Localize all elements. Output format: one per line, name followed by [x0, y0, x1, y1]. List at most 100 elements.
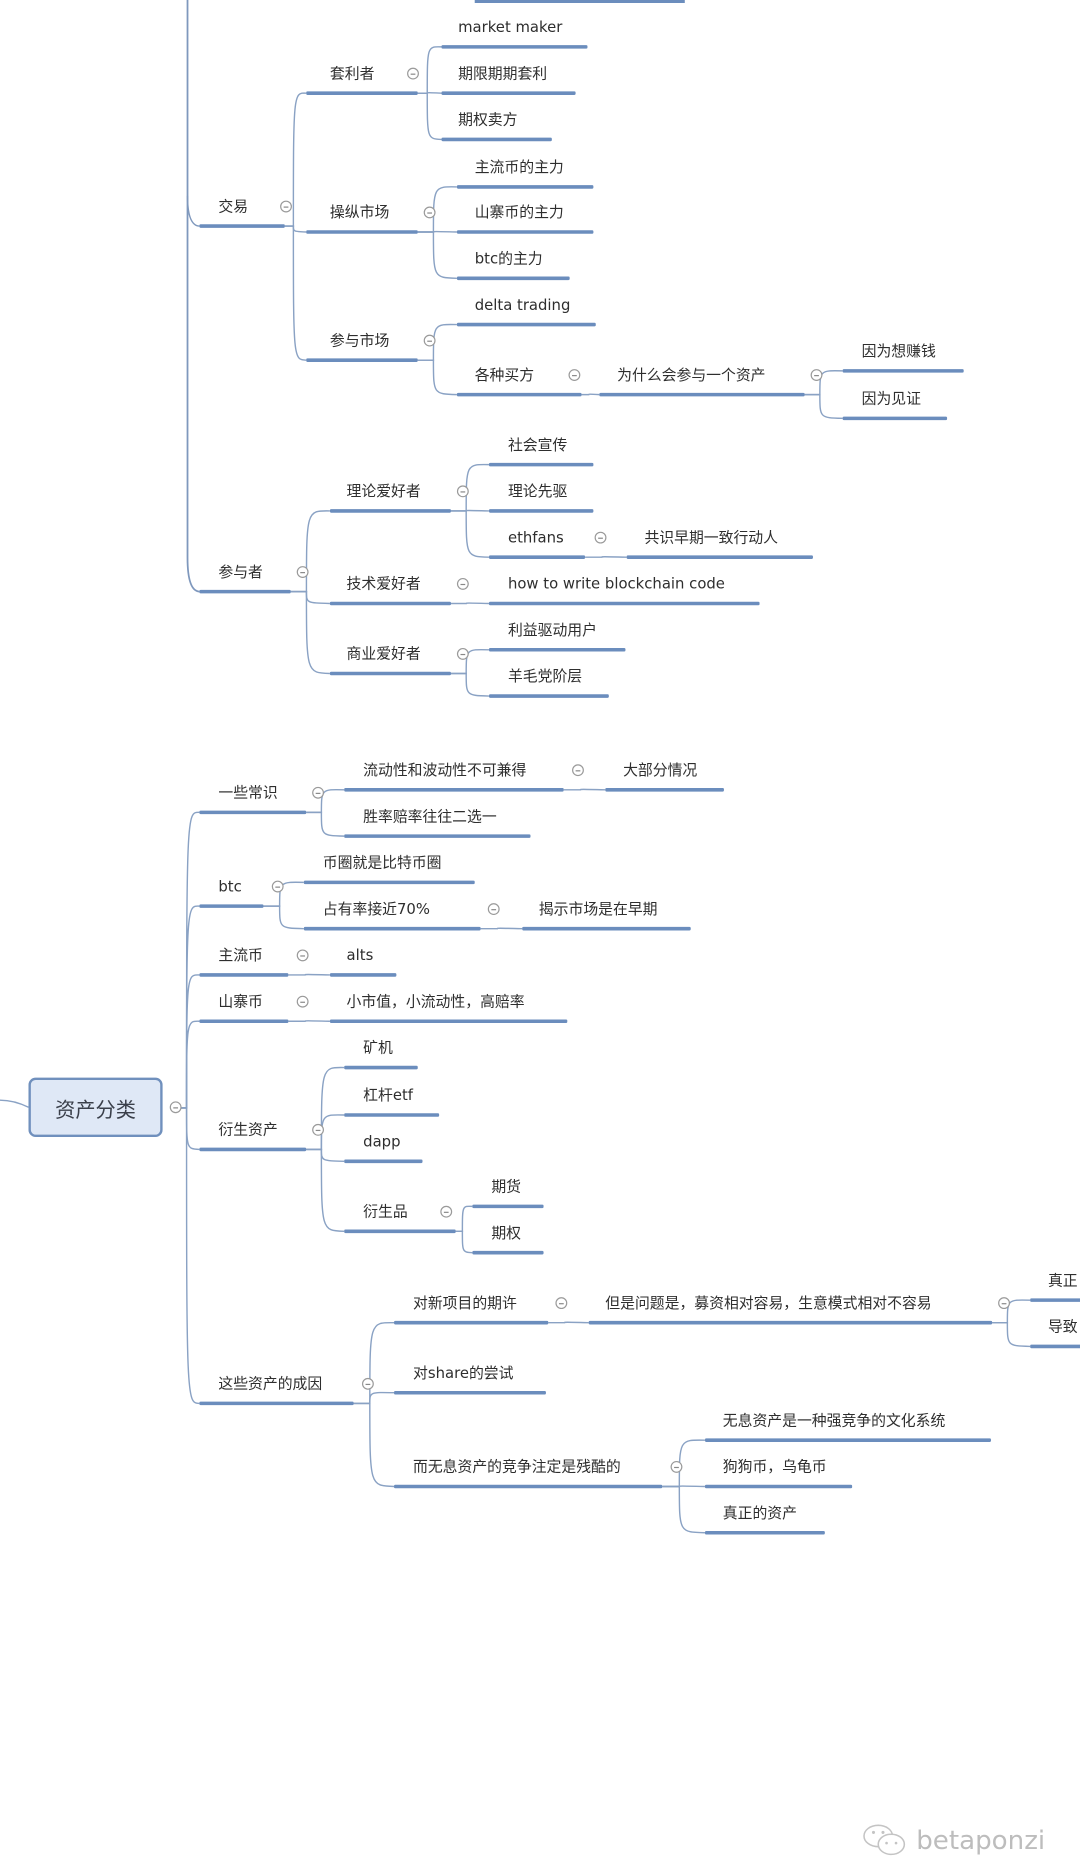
collapse-toggle-icon[interactable] — [312, 787, 324, 799]
collapse-toggle-icon[interactable] — [457, 578, 469, 590]
topic-wit[interactable]: 因为见证 — [862, 389, 921, 408]
connector — [418, 93, 442, 139]
topic-underline — [441, 138, 551, 142]
topic-underline — [199, 224, 284, 228]
collapse-toggle-icon[interactable] — [272, 881, 284, 893]
topic-p2[interactable]: 理论先驱 — [508, 482, 567, 501]
topic-manip[interactable]: 操纵市场 — [330, 203, 389, 222]
topic-k3[interactable]: 而无息资产的竞争注定是残酷的 — [413, 1457, 621, 1476]
collapse-toggle-icon[interactable] — [568, 369, 580, 381]
collapse-toggle-icon[interactable] — [811, 369, 823, 381]
topic-underline — [199, 1019, 288, 1023]
topic-k3a[interactable]: 无息资产是一种强竞争的文化系统 — [723, 1411, 946, 1430]
topic-k3c[interactable]: 真正的资产 — [723, 1504, 797, 1523]
connector — [291, 511, 330, 592]
topic-underline — [489, 602, 760, 606]
topic-m1[interactable]: 主流币的主力 — [475, 158, 564, 177]
topic-d4b[interactable]: 期权 — [491, 1224, 521, 1243]
topic-underline — [457, 185, 593, 189]
topic-delta[interactable]: delta trading — [475, 296, 571, 315]
topic-tech[interactable]: 技术爱好者 — [347, 574, 421, 593]
topic-alt[interactable]: 山寨币 — [218, 992, 263, 1011]
topic-d4a[interactable]: 期货 — [491, 1177, 521, 1196]
collapse-toggle-icon[interactable] — [297, 949, 309, 961]
topic-underline — [522, 927, 691, 931]
topic-p1[interactable]: 社会宣传 — [508, 436, 567, 455]
topic-earn[interactable]: 因为想赚钱 — [862, 342, 936, 361]
topic-m3[interactable]: btc的主力 — [475, 249, 543, 268]
collapse-toggle-icon[interactable] — [297, 566, 309, 578]
connector — [178, 906, 199, 1108]
topic-m2[interactable]: 山寨币的主力 — [475, 203, 564, 222]
topic-trading[interactable]: 交易 — [218, 197, 248, 216]
topic-c2[interactable]: 胜率赔率往往二选一 — [363, 807, 497, 826]
collapse-toggle-icon[interactable] — [488, 903, 500, 915]
topic-common[interactable]: 一些常识 — [218, 783, 277, 802]
topic-deriv[interactable]: 衍生资产 — [218, 1120, 277, 1139]
topic-underline — [330, 973, 396, 977]
connector — [178, 1108, 199, 1150]
topic-main[interactable]: 主流币 — [218, 946, 263, 965]
topic-arb[interactable]: 套利者 — [330, 64, 375, 83]
topic-k1a2[interactable]: 导致 — [1048, 1317, 1078, 1336]
collapse-toggle-icon[interactable] — [170, 1101, 182, 1113]
topic-btc[interactable]: btc — [218, 877, 241, 896]
topic-underline — [199, 904, 263, 908]
collapse-toggle-icon[interactable] — [312, 1124, 324, 1136]
topic-causes[interactable]: 这些资产的成因 — [218, 1374, 322, 1393]
topic-alta[interactable]: 小市值，小流动性，高赔率 — [347, 992, 525, 1011]
topic-cons[interactable]: 共识早期一致行动人 — [644, 528, 778, 547]
collapse-toggle-icon[interactable] — [440, 1206, 452, 1218]
topic-b2[interactable]: 羊毛党阶层 — [508, 667, 582, 686]
collapse-toggle-icon[interactable] — [572, 764, 584, 776]
topic-d4[interactable]: 衍生品 — [363, 1202, 408, 1221]
topic-buyers[interactable]: 各种买方 — [475, 366, 534, 385]
collapse-toggle-icon[interactable] — [297, 996, 309, 1008]
root-topic-asset-classification[interactable]: 资产分类 — [28, 1078, 162, 1137]
topic-mm[interactable]: market maker — [458, 18, 562, 37]
topic-bt1[interactable]: 币圈就是比特币圈 — [323, 853, 442, 872]
topic-underline — [489, 694, 609, 698]
topic-k1[interactable]: 对新项目的期许 — [413, 1294, 517, 1313]
topic-k1a[interactable]: 但是问题是，募资相对容易，生意模式相对不容易 — [605, 1294, 931, 1313]
topic-d1[interactable]: 矿机 — [363, 1038, 393, 1057]
topic-partic[interactable]: 参与者 — [218, 563, 263, 582]
topic-underline — [705, 1485, 852, 1489]
topic-alts[interactable]: alts — [347, 946, 374, 965]
topic-c1a[interactable]: 大部分情况 — [623, 761, 697, 780]
collapse-toggle-icon[interactable] — [424, 207, 436, 219]
topic-eth[interactable]: ethfans — [508, 528, 564, 547]
topic-bt2[interactable]: 占有率接近70% — [323, 900, 430, 919]
topic-d2[interactable]: 杠杆etf — [363, 1086, 413, 1105]
topic-b1[interactable]: 利益驱动用户 — [508, 621, 597, 640]
topic-k1a1[interactable]: 真正 — [1048, 1271, 1078, 1290]
connector — [456, 1206, 473, 1231]
topic-bt2a[interactable]: 揭示市场是在早期 — [539, 900, 658, 919]
watermark-text: betaponzi — [916, 1826, 1045, 1856]
collapse-toggle-icon[interactable] — [407, 68, 419, 80]
topic-c1[interactable]: 流动性和波动性不可兼得 — [363, 761, 526, 780]
collapse-toggle-icon[interactable] — [671, 1461, 683, 1473]
topic-k2[interactable]: 对share的尝试 — [413, 1364, 513, 1383]
collapse-toggle-icon[interactable] — [280, 201, 292, 213]
topic-underline — [705, 1438, 991, 1442]
connector — [178, 1108, 199, 1404]
topic-biz[interactable]: 商业爱好者 — [347, 644, 421, 663]
topic-howto[interactable]: how to write blockchain code — [508, 574, 725, 593]
topic-d3[interactable]: dapp — [363, 1132, 400, 1151]
collapse-toggle-icon[interactable] — [424, 335, 436, 347]
connector — [992, 1323, 1030, 1347]
collapse-toggle-icon[interactable] — [457, 485, 469, 497]
topic-qq[interactable]: 期权卖方 — [458, 110, 517, 129]
collapse-toggle-icon[interactable] — [998, 1297, 1010, 1309]
collapse-toggle-icon[interactable] — [555, 1297, 567, 1309]
collapse-toggle-icon[interactable] — [457, 648, 469, 660]
topic-part[interactable]: 参与市场 — [330, 331, 389, 350]
topic-k3b[interactable]: 狗狗币，乌龟币 — [723, 1457, 827, 1476]
collapse-toggle-icon[interactable] — [595, 532, 607, 544]
topic-theory[interactable]: 理论爱好者 — [347, 482, 421, 501]
topic-qx[interactable]: 期限期期套利 — [458, 64, 547, 83]
topic-underline — [304, 927, 481, 931]
topic-why[interactable]: 为什么会参与一个资产 — [617, 366, 765, 385]
collapse-toggle-icon[interactable] — [362, 1378, 374, 1390]
